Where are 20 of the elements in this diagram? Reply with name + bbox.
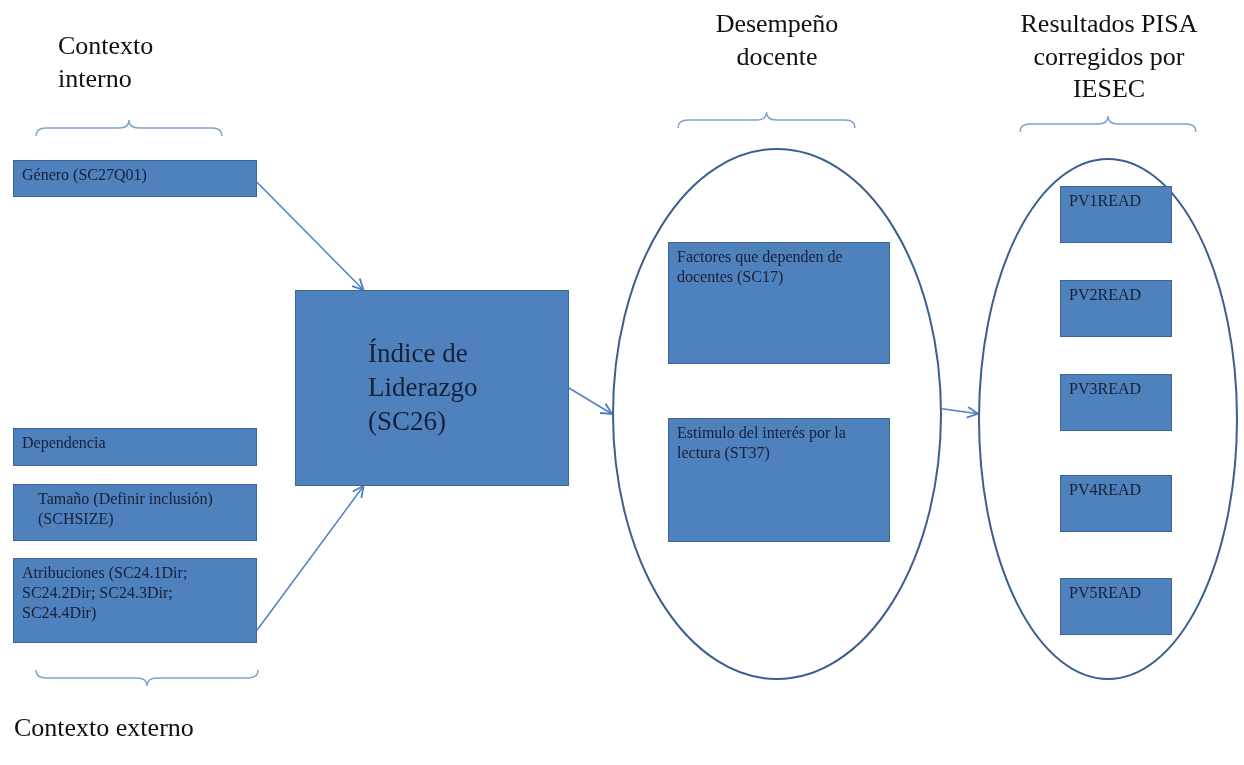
variable-box: Atribuciones (SC24.1Dir; SC24.2Dir; SC24.3Dir; SC24.4Dir) bbox=[13, 558, 257, 643]
arrow bbox=[256, 181, 365, 291]
variable-box: PV3READ bbox=[1060, 374, 1172, 431]
index-box: Índice de Liderazgo (SC26) bbox=[295, 290, 569, 486]
arrow bbox=[941, 406, 979, 419]
arrow bbox=[568, 387, 613, 415]
variable-box: Factores que dependen de docentes (SC17) bbox=[668, 242, 890, 364]
group-heading: Resultados PISA corregidos por IESEC bbox=[1019, 8, 1199, 105]
variable-box: Estimulo del interés por la lectura (ST37) bbox=[668, 418, 890, 542]
group-heading: Desempeño docente bbox=[714, 8, 840, 73]
variable-box: Dependencia bbox=[13, 428, 257, 466]
variable-box: Tamaño (Definir inclusión) (SCHSIZE) bbox=[13, 484, 257, 541]
context-heading: Contexto externo bbox=[14, 712, 195, 744]
variable-box: PV1READ bbox=[1060, 186, 1172, 243]
variable-box: PV5READ bbox=[1060, 578, 1172, 635]
arrow bbox=[256, 485, 365, 631]
context-heading: Contexto interno bbox=[58, 30, 155, 95]
variable-box: PV4READ bbox=[1060, 475, 1172, 532]
variable-box: Género (SC27Q01) bbox=[13, 160, 257, 197]
variable-box: PV2READ bbox=[1060, 280, 1172, 337]
